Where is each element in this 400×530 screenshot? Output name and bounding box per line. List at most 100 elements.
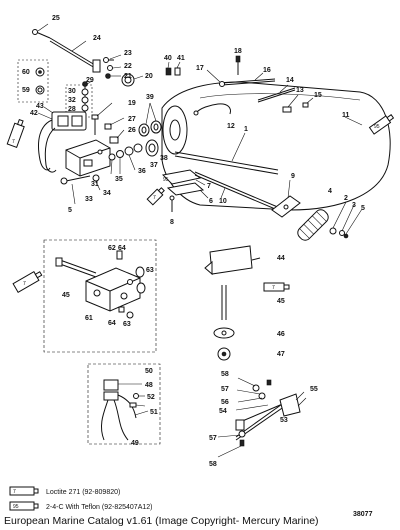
callout-44: 44 xyxy=(277,255,285,262)
parts-62-63-64-left xyxy=(116,250,146,319)
callout-35: 35 xyxy=(115,176,123,183)
callout-58-top: 58 xyxy=(221,371,229,378)
part-main-housing xyxy=(161,81,391,211)
part-43-switch xyxy=(37,106,87,173)
callout-55: 55 xyxy=(310,386,318,393)
callout-30: 30 xyxy=(68,88,76,95)
tube-label-7-valve: 7 xyxy=(23,281,26,287)
callout-63-right: 63 xyxy=(146,267,154,274)
part-9-plate xyxy=(271,179,301,218)
callout-59: 59 xyxy=(22,87,30,94)
callout-4: 4 xyxy=(328,188,332,195)
callout-63-bottom: 63 xyxy=(123,321,131,328)
parts-13-14-15 xyxy=(257,84,314,113)
callout-45-right: 45 xyxy=(277,298,285,305)
callout-64-top: 64 xyxy=(118,245,126,252)
callout-5-right: 5 xyxy=(361,205,365,212)
callout-64-bottom: 64 xyxy=(108,320,116,327)
part-1-shaft xyxy=(174,132,279,175)
callout-22: 22 xyxy=(124,63,132,70)
legend-code-95: 95 xyxy=(13,504,19,510)
callout-48: 48 xyxy=(145,382,153,389)
sealant-tube-7-right xyxy=(263,282,290,292)
callout-57-top: 57 xyxy=(221,386,229,393)
callout-3: 3 xyxy=(352,202,356,209)
callout-57-bottom: 57 xyxy=(209,435,217,442)
sealant-tube-7-valve xyxy=(12,270,43,294)
callout-9: 9 xyxy=(291,173,295,180)
parts-6-7-8-plates xyxy=(161,169,209,212)
part-44-bracket xyxy=(204,245,261,276)
callout-32: 32 xyxy=(68,97,76,104)
callout-2: 2 xyxy=(344,195,348,202)
callout-18: 18 xyxy=(234,48,242,55)
parts-21-22-23-screws xyxy=(103,54,122,79)
part-46-flange xyxy=(213,327,235,339)
legend-code-7: 7 xyxy=(13,489,16,495)
part-61-valve-body xyxy=(85,267,141,312)
callout-52: 52 xyxy=(147,394,155,401)
callout-54: 54 xyxy=(219,408,227,415)
part-45-stud-left xyxy=(55,257,97,278)
callout-60: 60 xyxy=(22,69,30,76)
callout-6: 6 xyxy=(209,198,213,205)
parts-54-56-57-58 xyxy=(217,377,307,458)
callout-14: 14 xyxy=(286,77,294,84)
part-20-ring xyxy=(121,73,144,87)
callout-62: 62 xyxy=(108,245,116,252)
callout-21: 21 xyxy=(124,73,132,80)
callout-27: 27 xyxy=(128,116,136,123)
sealant-tube-95-right xyxy=(368,114,395,135)
callout-41: 41 xyxy=(177,55,185,62)
sealant-tube-7-middle xyxy=(146,187,165,206)
callout-34: 34 xyxy=(103,190,111,197)
callout-40: 40 xyxy=(164,55,172,62)
callout-25: 25 xyxy=(52,15,60,22)
callout-28: 28 xyxy=(68,106,76,113)
part-31-actuator-block xyxy=(65,139,111,177)
callout-24: 24 xyxy=(93,35,101,42)
callout-51: 51 xyxy=(150,409,158,416)
image-caption: European Marine Catalog v1.61 (Image Cop… xyxy=(4,515,319,527)
callout-20: 20 xyxy=(145,73,153,80)
parts-39-washers xyxy=(138,102,162,137)
callout-33: 33 xyxy=(85,196,93,203)
callout-58-bottom: 58 xyxy=(209,461,217,468)
part-48-connector xyxy=(103,379,119,401)
valve-section-frame xyxy=(43,239,157,353)
callout-56: 56 xyxy=(221,399,229,406)
legend-text-loctite: Loctite 271 (92-809820) xyxy=(46,489,120,496)
parts-16-17-18 xyxy=(206,55,276,87)
parts-49-51-wires xyxy=(101,383,149,441)
parts-28-32-stack xyxy=(65,80,93,118)
part-47-nut xyxy=(217,347,231,361)
callout-23: 23 xyxy=(124,50,132,57)
legend-text-teflon: 2-4-C With Teflon (92-825407A12) xyxy=(46,504,152,511)
callout-16: 16 xyxy=(263,67,271,74)
harness-section-frame xyxy=(87,363,161,445)
parts-26-27 xyxy=(104,117,125,144)
callout-37: 37 xyxy=(150,162,158,169)
callout-38: 38 xyxy=(160,155,168,162)
callout-13: 13 xyxy=(296,87,304,94)
parts-2-3-5-right xyxy=(329,201,363,239)
callout-46: 46 xyxy=(277,331,285,338)
parts-box-59-60 xyxy=(17,59,49,103)
callout-49: 49 xyxy=(131,440,139,447)
tube-label-95-right: 95 xyxy=(374,124,380,130)
part-11 xyxy=(344,116,363,126)
callout-15: 15 xyxy=(314,92,322,99)
legend-item-loctite: 7 Loctite 271 (92-809820) xyxy=(9,486,120,496)
callout-12: 12 xyxy=(227,123,235,130)
part-10-rod xyxy=(194,171,281,212)
part-12-bent-rod xyxy=(193,103,231,116)
callout-26: 26 xyxy=(128,127,136,134)
part-19-pin xyxy=(91,102,113,135)
callout-39: 39 xyxy=(146,94,154,101)
callout-29: 29 xyxy=(86,77,94,84)
legend: 7 Loctite 271 (92-809820) 95 2-4-C With … xyxy=(9,486,373,518)
tube-label-7-middle: 7 xyxy=(153,195,156,201)
callout-labels: 25 24 23 22 21 20 29 30 32 28 43 42 60 5… xyxy=(22,15,365,468)
callout-8: 8 xyxy=(170,219,174,226)
part-45-stud-right xyxy=(221,285,227,320)
